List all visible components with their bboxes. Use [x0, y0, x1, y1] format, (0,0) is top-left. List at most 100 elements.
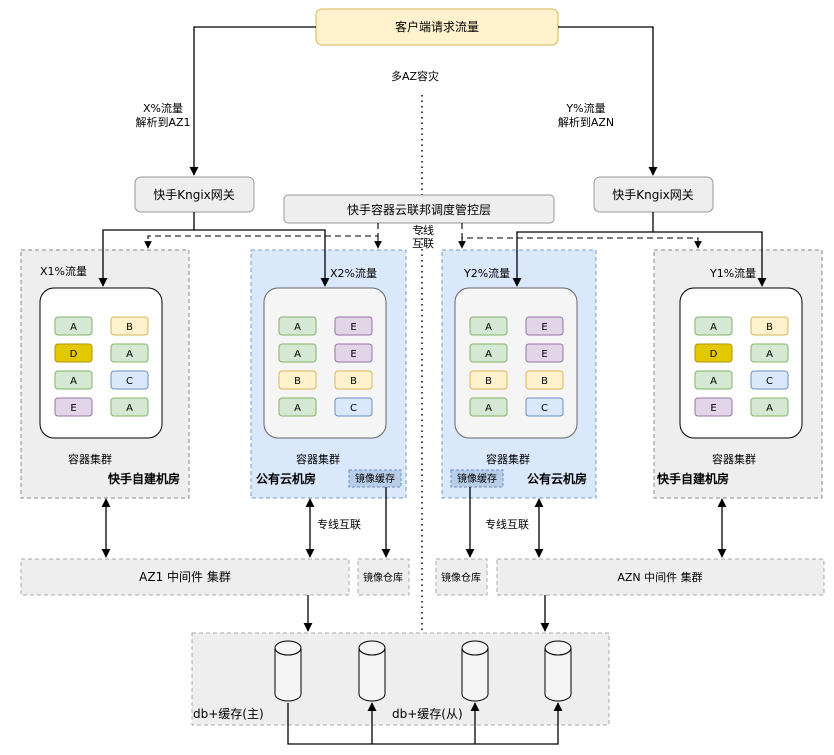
- db-cylinder-rim: [274, 647, 302, 656]
- cluster-cell-label: E: [350, 349, 356, 360]
- cluster-cell: [525, 370, 564, 390]
- cluster-cell: [110, 397, 149, 417]
- dedicated-line-left: 专线互联: [317, 517, 361, 531]
- cluster-cell: [525, 316, 564, 336]
- gw-right-to-room3: [512, 231, 653, 287]
- middleware-right-box: [496, 558, 825, 596]
- db-cylinder-body: [358, 648, 386, 702]
- room-1-name: 快手自建机房: [108, 471, 180, 486]
- cluster-cell-label: A: [294, 349, 301, 360]
- room-3-traffic: Y2%流量: [463, 266, 510, 280]
- cluster-cell-label: E: [541, 322, 547, 333]
- control-plane-label: 快手容器云联邦调度管控层: [347, 202, 491, 217]
- cluster-cell-label: D: [70, 349, 78, 360]
- cluster-cell-label: B: [541, 376, 548, 387]
- cluster-cell-label: A: [485, 403, 492, 414]
- control-plane-box: [283, 194, 555, 224]
- cluster-cell: [469, 316, 508, 336]
- gw-right-to-room4: [652, 212, 767, 287]
- cluster-cell: [525, 397, 564, 417]
- cluster-cell: [694, 397, 733, 417]
- cluster-cell: [694, 316, 733, 336]
- cluster-cell: [334, 343, 373, 363]
- route-right-line1: Y%流量: [565, 101, 605, 115]
- gateway-left-label: 快手Kngix网关: [153, 188, 235, 202]
- mirror-repo-left-label: 镜像仓库: [363, 571, 403, 584]
- cluster-cell: [469, 343, 508, 363]
- cluster-cell-label: A: [294, 403, 301, 414]
- room-4-traffic: Y1%流量: [709, 266, 756, 280]
- cluster-cell: [750, 397, 789, 417]
- cluster-cell-label: A: [766, 349, 773, 360]
- cluster-cell-label: E: [350, 322, 356, 333]
- mirror-cache-left-label: 镜像缓存: [355, 472, 395, 485]
- db-slave-label: db+缓存(从): [392, 707, 463, 721]
- gw-left-to-room1: [98, 212, 195, 287]
- cluster-cell: [694, 343, 733, 363]
- mirror-repo-left-box: [357, 558, 410, 596]
- db-zone: [191, 632, 610, 726]
- cluster-cell-label: D: [710, 349, 718, 360]
- cluster-cell-label: E: [541, 349, 547, 360]
- mirror-repo-right-label: 镜像仓库: [441, 571, 481, 584]
- route-right-arrow: [558, 26, 658, 176]
- gw-left-to-room2: [194, 229, 330, 287]
- cluster-cell-label: B: [294, 376, 301, 387]
- room-1-traffic: X1%流量: [40, 264, 87, 278]
- cluster-cell: [110, 370, 149, 390]
- cluster-cell: [278, 316, 317, 336]
- mirror-cache-left: [348, 469, 402, 488]
- route-left-line1: X%流量: [143, 101, 183, 115]
- cluster-cell: [278, 397, 317, 417]
- cluster-cell: [525, 343, 564, 363]
- cp-to-room1: [144, 223, 379, 249]
- cluster-cell-label: C: [126, 376, 133, 387]
- cluster-cell-label: B: [485, 376, 492, 387]
- db-cylinder-rim: [358, 647, 386, 656]
- client-traffic-label: 客户端请求流量: [395, 19, 479, 34]
- cluster-cell-label: A: [710, 376, 717, 387]
- cluster-cell-label: C: [766, 376, 773, 387]
- cluster-cell-label: C: [541, 403, 548, 414]
- cluster-cell: [469, 397, 508, 417]
- cluster-cell-label: A: [70, 376, 77, 387]
- cluster-cell: [54, 370, 93, 390]
- cluster-cell: [54, 397, 93, 417]
- cluster-cell: [110, 316, 149, 336]
- cluster-cell: [334, 397, 373, 417]
- cluster-cell: [278, 370, 317, 390]
- cluster-cell-label: B: [350, 376, 357, 387]
- cluster-cell-label: B: [766, 322, 773, 333]
- room-1-cluster-label: 容器集群: [68, 452, 112, 466]
- gateway-right-label: 快手Kngix网关: [612, 188, 694, 202]
- db-cylinder-body: [461, 648, 489, 702]
- db-cylinder-body: [544, 648, 572, 702]
- db-cylinder-body: [274, 648, 302, 702]
- cluster-cell: [694, 370, 733, 390]
- mirror-cache-right-label: 镜像缓存: [457, 472, 497, 485]
- db-cylinder-rim: [544, 647, 572, 656]
- cluster-cell: [278, 343, 317, 363]
- route-right-line2: 解析到AZN: [558, 115, 614, 129]
- cluster-cell-label: A: [294, 322, 301, 333]
- multi-az-label: 多AZ容灾: [391, 69, 439, 83]
- room-2-name: 公有云机房: [256, 471, 316, 486]
- route-left-arrow: [189, 26, 316, 176]
- cluster-cell-label: A: [710, 322, 717, 333]
- cluster-cell-label: A: [126, 403, 133, 414]
- route-left-line2: 解析到AZ1: [135, 115, 190, 129]
- cluster-cell: [750, 316, 789, 336]
- cluster-cell-label: A: [485, 349, 492, 360]
- cluster-cell-label: E: [710, 403, 716, 414]
- room-4-name: 快手自建机房: [657, 471, 729, 486]
- cluster-cell-label: A: [126, 349, 133, 360]
- cluster-cell: [110, 343, 149, 363]
- room-3-name: 公有云机房: [527, 471, 587, 486]
- cluster-cell-label: B: [126, 322, 133, 333]
- cluster-cell-label: A: [766, 403, 773, 414]
- mirror-repo-right-box: [435, 558, 488, 596]
- middleware-right-label: AZN 中间件 集群: [617, 570, 702, 584]
- cluster-cell: [334, 316, 373, 336]
